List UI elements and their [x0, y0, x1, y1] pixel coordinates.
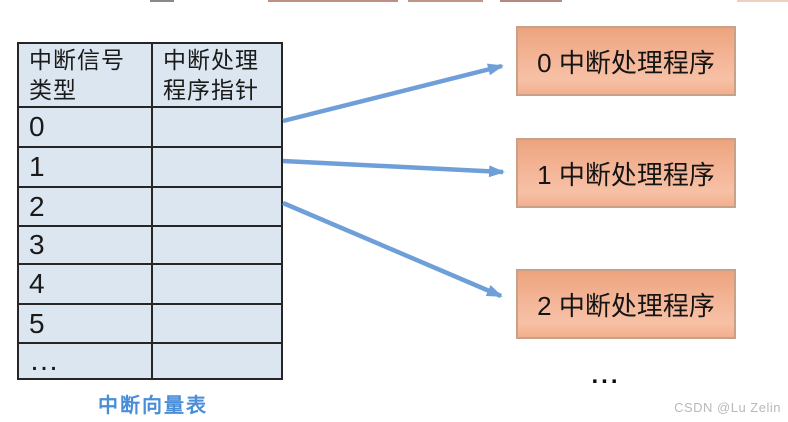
table-row-0-type: 0	[19, 108, 151, 146]
table-header-handler-pointer: 中断处理 程序指针	[153, 44, 281, 106]
handler-box-2: 2 中断处理程序	[516, 269, 736, 339]
cropped-top-text-remnant	[150, 0, 174, 2]
arrow-row1-to-handler1	[282, 158, 505, 178]
cropped-top-text-remnant	[737, 0, 788, 2]
arrow-row2-to-handler2	[282, 200, 503, 299]
cropped-top-text-remnant	[500, 0, 562, 2]
handler-box-0: 0 中断处理程序	[516, 26, 736, 96]
table-row-3-type: 3	[19, 227, 151, 263]
table-row-ellipsis-type: …	[19, 344, 151, 378]
table-row-1-pointer	[153, 148, 281, 186]
table-row-4-pointer	[153, 265, 281, 303]
cropped-top-text-remnant	[408, 0, 483, 2]
cropped-top-text-remnant	[268, 0, 398, 2]
table-row-2-pointer	[153, 188, 281, 225]
table-row-3-pointer	[153, 227, 281, 263]
handlers-ellipsis: ...	[591, 362, 621, 389]
table-caption: 中断向量表	[98, 395, 208, 417]
table-row-5-type: 5	[19, 305, 151, 342]
table-row-4-type: 4	[19, 265, 151, 303]
table-row-ellipsis-pointer	[153, 344, 281, 378]
table-row-1-type: 1	[19, 148, 151, 186]
table-header-signal-type: 中断信号 类型	[19, 44, 151, 106]
table-row-2-type: 2	[19, 188, 151, 225]
table-row-0-pointer	[153, 108, 281, 146]
handler-box-1: 1 中断处理程序	[516, 138, 736, 208]
watermark: CSDN @Lu Zelin	[674, 400, 781, 415]
arrow-row0-to-handler0	[282, 63, 504, 124]
interrupt-vector-table: 中断信号 类型 中断处理 程序指针 0 1 2 3 4 5 …	[17, 42, 283, 380]
table-row-5-pointer	[153, 305, 281, 342]
